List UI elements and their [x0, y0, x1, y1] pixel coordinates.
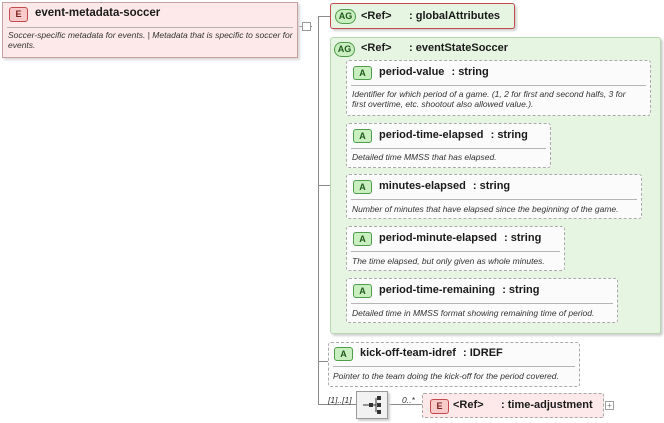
description-line: Detailed time MMSS that has elapsed. [352, 152, 497, 162]
attribute-name-text: period-time-remaining [379, 284, 496, 296]
time-adjustment-name: : time-adjustment [501, 399, 593, 411]
expand-toggle[interactable]: + [605, 401, 614, 410]
separator [7, 27, 293, 28]
separator [351, 148, 546, 149]
attribute-group-badge: AG [334, 42, 355, 57]
attribute-type: : IDREF [463, 347, 503, 359]
attribute-name: period-value : string [379, 66, 489, 78]
attribute-badge: A [353, 180, 372, 194]
root-element[interactable]: E event-metadata-soccer Soccer-specific … [2, 2, 298, 58]
attribute-badge: A [353, 129, 372, 143]
attribute-name: period-time-remaining : string [379, 284, 539, 296]
attribute-minutes-elapsed[interactable]: A minutes-elapsed : string Number of min… [346, 174, 642, 219]
attribute-badge: A [353, 284, 372, 298]
connector-state [318, 185, 330, 186]
attribute-name-text: period-value [379, 66, 445, 78]
sequence-multiplicity: [1]..[1] [328, 395, 352, 405]
attribute-description: The time elapsed, but only given as whol… [352, 256, 564, 266]
attribute-period-time-elapsed[interactable]: A period-time-elapsed : string Detailed … [346, 123, 551, 168]
attribute-description: Detailed time in MMSS format showing rem… [352, 308, 618, 318]
connector-kickoff [318, 361, 330, 362]
sequence-compositor[interactable] [356, 391, 388, 419]
separator [351, 251, 560, 252]
root-element-description: Soccer-specific metadata for events. | M… [8, 30, 293, 50]
separator [351, 303, 613, 304]
global-attributes-ref[interactable]: AG <Ref> : globalAttributes [330, 3, 515, 29]
element-badge: E [9, 7, 28, 22]
attribute-badge: A [353, 232, 372, 246]
attribute-type: : string [504, 232, 542, 244]
ref-label: <Ref> [361, 10, 392, 22]
attribute-kick-off-team-idref[interactable]: A kick-off-team-idref : IDREF Pointer to… [328, 342, 580, 387]
attribute-type: : string [502, 284, 540, 296]
attribute-badge: A [334, 347, 353, 361]
attribute-name-text: minutes-elapsed [379, 180, 466, 192]
attribute-group-badge: AG [335, 9, 356, 24]
attribute-description: Number of minutes that have elapsed sinc… [352, 204, 642, 214]
connector-seq [318, 404, 356, 405]
attribute-description: Detailed time MMSS that has elapsed. [352, 152, 550, 162]
ref-label: <Ref> [361, 42, 392, 54]
child-multiplicity: 0..* [402, 395, 415, 405]
global-attributes-name: : globalAttributes [409, 10, 501, 22]
collapse-toggle[interactable] [302, 22, 311, 31]
description-line: Number of minutes that have elapsed sinc… [352, 204, 619, 214]
attribute-badge: A [353, 66, 372, 80]
time-adjustment-ref[interactable]: E <Ref> : time-adjustment [422, 393, 604, 418]
root-element-name: event-metadata-soccer [35, 7, 161, 19]
description-line: Identifier for which period of a game. (… [352, 89, 626, 99]
separator [351, 85, 646, 86]
ref-label: <Ref> [453, 399, 484, 411]
attribute-name: minutes-elapsed : string [379, 180, 510, 192]
event-state-soccer-name: : eventStateSoccer [409, 42, 509, 54]
attribute-period-time-remaining[interactable]: A period-time-remaining : string Detaile… [346, 278, 618, 323]
element-badge: E [430, 399, 449, 414]
attribute-description: Pointer to the team doing the kick-off f… [333, 371, 559, 381]
description-line: first overtime, etc. shootout also allow… [352, 99, 534, 109]
description-line: Detailed time in MMSS format showing rem… [352, 308, 595, 318]
separator [351, 199, 637, 200]
attribute-name: period-time-elapsed : string [379, 129, 528, 141]
attribute-type: : string [472, 180, 511, 192]
attribute-name-text: kick-off-team-idref [360, 347, 456, 359]
connector-trunk [318, 16, 319, 404]
separator [333, 366, 575, 367]
connector-global [318, 16, 330, 17]
attribute-type: : string [451, 66, 489, 78]
sequence-icon [363, 396, 381, 414]
description-line: The time elapsed, but only given as whol… [352, 256, 545, 266]
attribute-type: : string [490, 129, 528, 141]
attribute-name: period-minute-elapsed : string [379, 232, 541, 244]
attribute-period-minute-elapsed[interactable]: A period-minute-elapsed : string The tim… [346, 226, 565, 271]
attribute-name-text: period-minute-elapsed [379, 232, 497, 244]
attribute-name-text: period-time-elapsed [379, 129, 484, 141]
connector-seq-child [388, 404, 422, 405]
attribute-name: kick-off-team-idref : IDREF [360, 347, 503, 359]
attribute-description: Identifier for which period of a game. (… [352, 89, 652, 109]
attribute-period-value[interactable]: A period-value : string Identifier for w… [346, 60, 651, 116]
